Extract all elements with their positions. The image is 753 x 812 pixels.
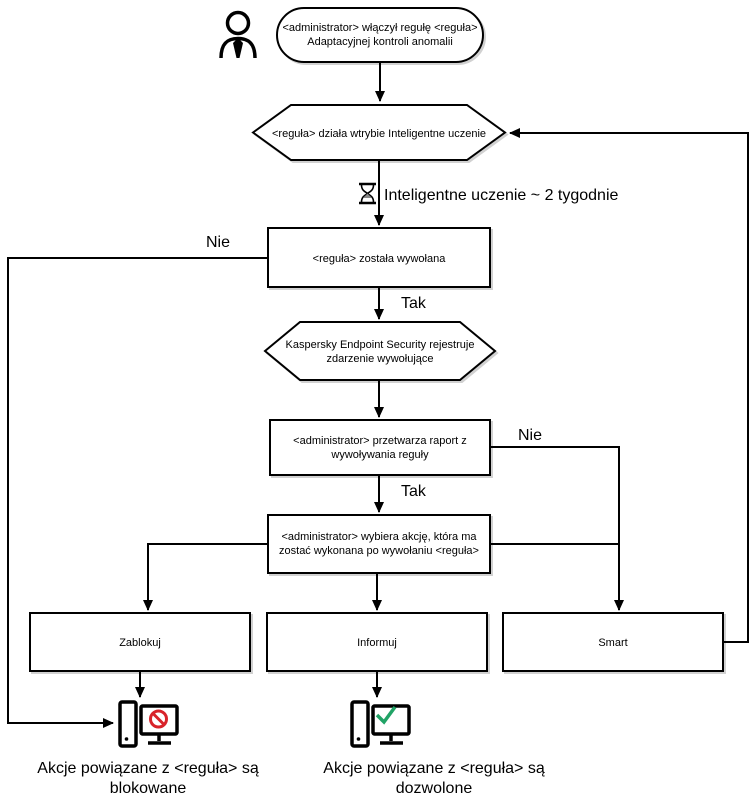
- start-node-label-line2: Adaptacyjnej kontroli anomalii: [307, 36, 453, 48]
- learning-mode-label: <reguła> działa wtrybie Inteligentne ucz…: [272, 128, 486, 140]
- start-node: <administrator> włączył regułę <reguła> …: [276, 7, 484, 63]
- allowed-actions-label-line1: Akcje powiązane z <reguła> są: [323, 760, 545, 777]
- report-processing-label-line1: <administrator> przetwarza raport z: [293, 435, 467, 447]
- hourglass-icon: [359, 182, 376, 205]
- action-block-node: Zablokuj: [29, 612, 251, 672]
- rule-triggered-label: <reguła> została wywołana: [313, 253, 447, 265]
- computer-allowed-icon: [350, 700, 411, 748]
- learning-duration-label: Inteligentne uczenie ~ 2 tygodnie: [384, 187, 619, 204]
- edge-label-nie-right: Nie: [518, 427, 542, 444]
- learning-mode-node: <reguła> działa wtrybie Inteligentne ucz…: [251, 104, 507, 161]
- connectors: [7, 62, 749, 728]
- event-logged-node: Kaspersky Endpoint Security rejestruje z…: [263, 321, 497, 381]
- edge-smart-feedback-loop: [509, 128, 749, 643]
- check-icon: [375, 705, 397, 725]
- blocked-actions-label-line1: Akcje powiązane z <reguła> są: [37, 760, 259, 777]
- event-logged-label-line2: zdarzenie wywołujące: [327, 353, 434, 365]
- edge-nie-left-to-blocked: [7, 257, 268, 728]
- person-icon: [219, 10, 257, 59]
- start-node-label-line1: <administrator> włączył regułę <reguła>: [282, 22, 477, 34]
- computer-blocked-icon: [118, 700, 179, 748]
- action-inform-label: Informuj: [357, 637, 397, 649]
- edge-nie-right-to-smart: [490, 446, 624, 611]
- prohibition-icon: [149, 709, 168, 729]
- action-selection-label-line2: zostać wykonana po wywołaniu <reguła>: [279, 545, 479, 557]
- event-logged-label-line1: Kaspersky Endpoint Security rejestruje: [286, 339, 475, 351]
- action-selection-node: <administrator> wybiera akcję, która ma …: [267, 514, 491, 574]
- action-smart-node: Smart: [502, 612, 724, 672]
- action-block-label: Zablokuj: [119, 637, 161, 649]
- edge-selection-to-block: [143, 543, 268, 611]
- edge-label-tak-top: Tak: [401, 295, 427, 312]
- allowed-actions-label-line2: dozwolone: [396, 780, 473, 797]
- report-processing-label-line2: wywoływania reguły: [330, 449, 429, 461]
- rule-triggered-node: <reguła> została wywołana: [267, 227, 491, 288]
- edge-label-nie-left: Nie: [206, 234, 230, 251]
- blocked-actions-label-line2: blokowane: [110, 780, 187, 797]
- action-smart-label: Smart: [598, 637, 627, 649]
- edge-label-tak-bottom: Tak: [401, 483, 427, 500]
- report-processing-node: <administrator> przetwarza raport z wywo…: [269, 419, 491, 476]
- action-selection-label-line1: <administrator> wybiera akcję, która ma: [281, 531, 477, 543]
- action-inform-node: Informuj: [266, 612, 488, 672]
